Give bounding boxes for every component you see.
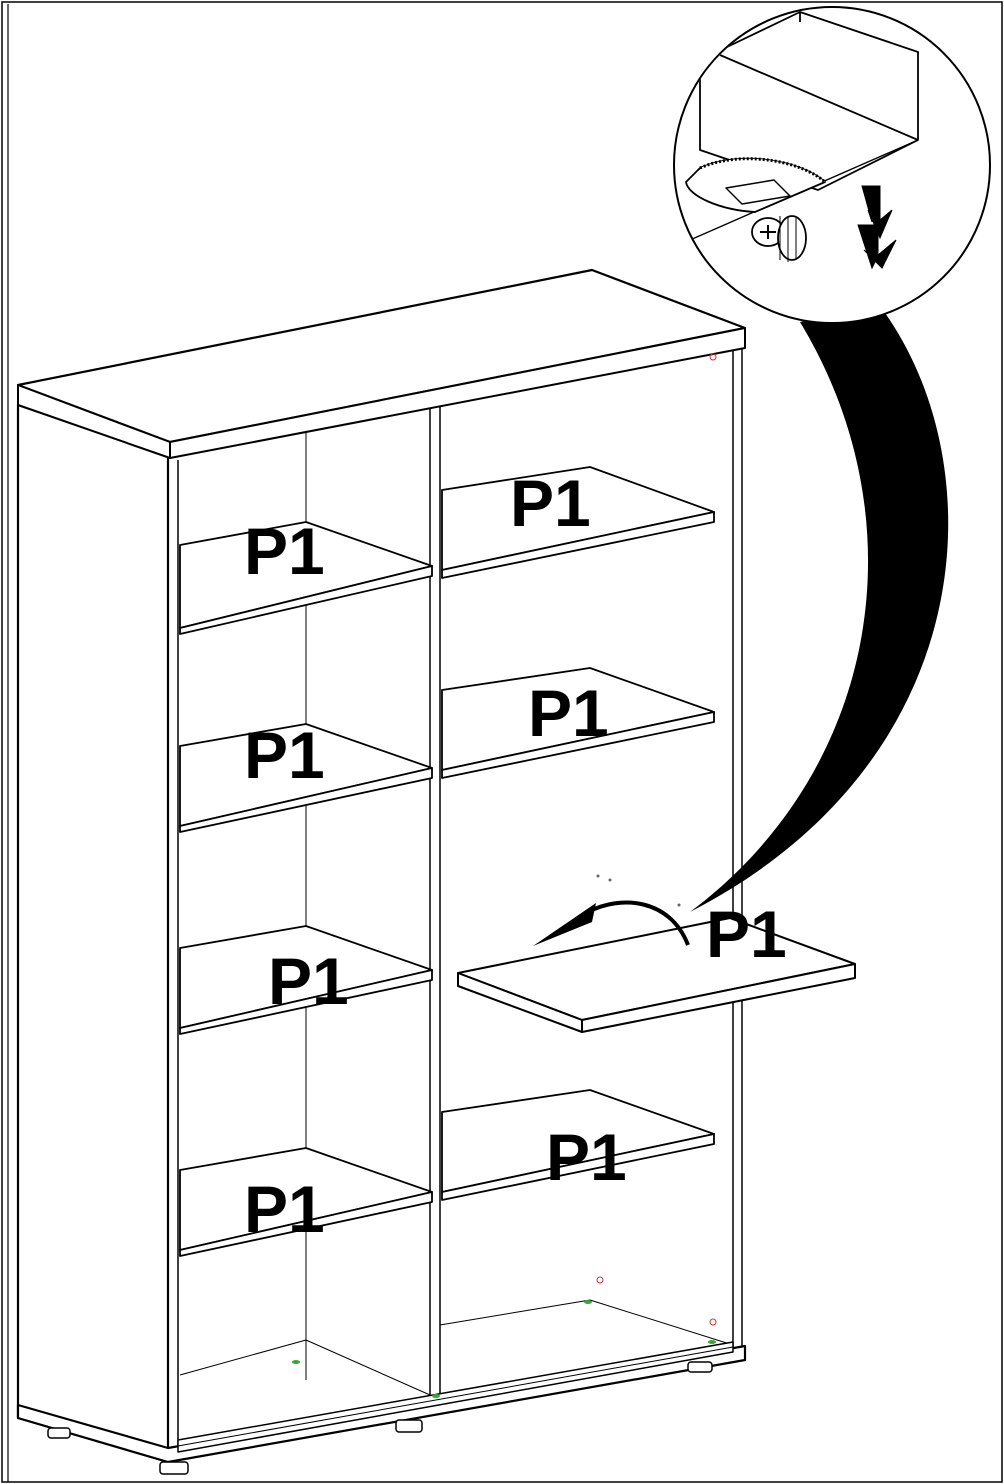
shelf-right-3-inserting	[457, 917, 856, 1033]
curved-arrow-icon	[690, 306, 949, 912]
shelf-right-4	[441, 1089, 715, 1201]
part-label-shelf-left-1: P1	[244, 514, 325, 588]
part-label-shelf-right-3: P1	[706, 897, 787, 971]
rotate-arrow-icon	[533, 900, 690, 946]
left-side-panel	[16, 403, 170, 1464]
foot	[395, 1419, 423, 1433]
part-label-shelf-right-1: P1	[510, 466, 591, 540]
part-label-shelf-left-2: P1	[244, 718, 325, 792]
foot	[47, 1427, 71, 1439]
peg-markers	[292, 1300, 716, 1398]
part-labels: P1 P1 P1 P1 P1 P1 P1 P1	[244, 466, 787, 1246]
part-label-shelf-right-2: P1	[528, 676, 609, 750]
shelf-right-1	[441, 466, 715, 579]
pin-dots	[596, 874, 681, 907]
shelf-right-2	[441, 667, 715, 779]
foot	[159, 1461, 189, 1475]
part-label-shelf-right-4: P1	[546, 1120, 627, 1194]
part-label-shelf-left-4: P1	[244, 1172, 325, 1246]
foot	[687, 1361, 713, 1373]
shelf-left-3	[179, 925, 433, 1035]
shelf-left-1	[179, 521, 433, 635]
shelf-left-4	[179, 1147, 433, 1257]
part-label-shelf-left-3: P1	[268, 944, 349, 1018]
magnifier-detail-cam-lock	[673, 6, 991, 324]
shelf-left-2	[179, 723, 433, 833]
bookcase	[16, 268, 856, 1475]
down-arrow-icon	[857, 185, 897, 270]
bottom-panel	[16, 1344, 747, 1464]
hole-markers	[596, 353, 717, 1326]
